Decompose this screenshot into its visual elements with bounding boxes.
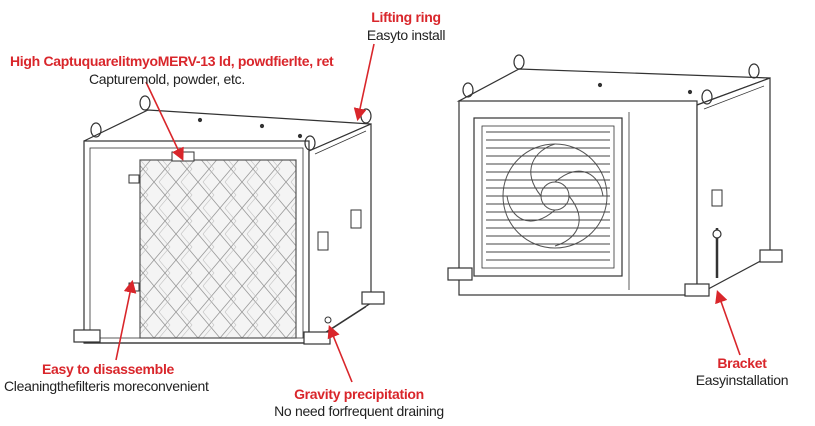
lifting-ring-icon (139, 95, 151, 111)
side-handle (317, 231, 329, 251)
lifting-ring-icon (90, 122, 102, 138)
lifting-ring-icon (701, 89, 713, 105)
side-handle (350, 209, 362, 229)
mounting-foot (303, 331, 331, 345)
callout-filter-title: High CaptuquarelitmyoMERV-13 ld, powdfie… (10, 53, 334, 69)
mounting-foot (759, 249, 783, 263)
side-handle (711, 189, 723, 207)
arrow-bracket (715, 289, 741, 356)
mounting-foot (684, 283, 710, 297)
callout-bracket-text: Easyinstallation (695, 372, 789, 388)
mounting-foot (73, 329, 101, 343)
callout-arrows (115, 43, 741, 383)
fan-grille (486, 131, 610, 261)
callout-lifting-ring-text: Easyto install (366, 27, 446, 43)
callout-gravity-text: No need forfrequent draining (274, 403, 444, 419)
unit-side-face (696, 77, 771, 297)
merv13-filter (139, 159, 297, 339)
lifting-ring-icon (513, 54, 525, 70)
arrow-gravity (327, 325, 353, 383)
callout-disassemble-title: Easy to disassemble (41, 361, 175, 377)
lifting-ring-icon (748, 63, 760, 79)
arrow-lifting-ring (353, 43, 375, 122)
filter-tab (171, 151, 195, 162)
drain-outlet-icon (324, 316, 332, 324)
callout-bracket-title: Bracket (717, 355, 767, 371)
callout-filter-text: Capturemold, powder, etc. (89, 71, 245, 87)
callout-gravity-title: Gravity precipitation (294, 386, 424, 402)
callout-disassemble-text: Cleaningthefilteris moreconvenient (4, 378, 209, 394)
arrow-disassemble (115, 279, 137, 361)
lifting-ring-icon (462, 82, 474, 98)
lifting-ring-icon (360, 108, 372, 124)
mounting-foot (447, 267, 473, 281)
lifting-ring-icon (304, 135, 316, 151)
callout-lifting-ring-title: Lifting ring (371, 9, 441, 25)
arrow-filter (145, 81, 184, 161)
mounting-foot (361, 291, 385, 305)
filter-latch (128, 174, 140, 184)
